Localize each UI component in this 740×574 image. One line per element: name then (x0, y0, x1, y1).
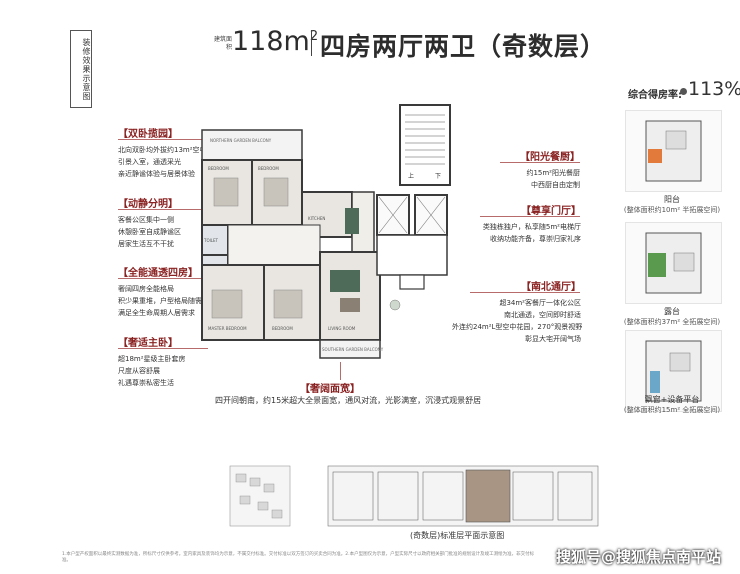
stair-core (399, 104, 451, 186)
callout-yangguang: 【阳光餐厨】 约15m²阳光餐厨 中西厨自由定制 (520, 148, 580, 191)
southern-garden-balcony (319, 339, 381, 359)
callout-shezhi: 【奢适主卧】 超18m²星级主卧套房 尺度从容舒展 礼遇尊崇私密生活 (118, 334, 186, 389)
callout-title: 【阳光餐厨】 (520, 152, 580, 163)
callout-line: 收纳功能齐备，尊崇归家礼序 (490, 235, 581, 243)
callout-line: 休憩卧室自成静谧区 (118, 228, 181, 236)
garden-top-label: NORTHERN GARDEN BALCONY (210, 138, 272, 143)
elevator-lobby (376, 234, 448, 276)
callout-underline (118, 139, 208, 140)
disclaimer: 1.本户型产权面积以最终实测数据为准，所标尺寸仅供参考。室内家具及装饰均为示意，… (62, 552, 535, 563)
callout-line: 客餐公区集中一侧 (118, 216, 174, 224)
kitchen-label: KITCHEN (308, 216, 325, 221)
variant-title: 露台 (664, 307, 680, 316)
callout-line: 北向双卧均外拔约13m²空中花园 (118, 146, 221, 154)
corridor (227, 224, 321, 266)
shaft (399, 274, 425, 290)
callout-title: 【奢适主卧】 (118, 338, 178, 349)
callout-line: 礼遇尊崇私密生活 (118, 379, 174, 387)
bed-icon (273, 289, 303, 319)
ratio-label: 综合得房率: (628, 90, 682, 101)
watermark: 搜狐号@搜狐焦点南平站 (556, 548, 722, 566)
callout-title: 【尊享门厅】 (521, 206, 581, 217)
callout-line: 超18m²星级主卧套房 (118, 355, 186, 363)
sofa-icon (330, 270, 360, 292)
variant-plan-balcony (645, 120, 702, 182)
site-plan (229, 465, 599, 527)
bedroom-label: BEDROOM (208, 166, 229, 171)
ratio-bullet-icon (680, 88, 687, 95)
coffee-table-icon (340, 298, 360, 312)
stair-down-label: 下 (435, 173, 441, 180)
toilet-label: TOILET (203, 238, 219, 243)
callout-line: 类独栋独户，私享随5m²电梯厅 (482, 223, 581, 231)
callout-line: 南北通透，空间即时舒适 (504, 311, 581, 319)
callout-line: 居家生活互不干扰 (118, 240, 174, 248)
garden-bottom-label: SOUTHERN GARDEN BALCONY (322, 347, 384, 352)
callout-line: 中西厨自由定制 (531, 181, 580, 189)
callout-line: 奢阔四房全能格局 (118, 285, 174, 293)
callout-title: 【动静分明】 (118, 199, 178, 210)
callout-connector (340, 362, 341, 380)
variant-sub: (整体面积约15m² 全拓展空间) (623, 406, 721, 414)
callout-line: 满足全生命周期人居需求 (118, 309, 195, 317)
variant-thumb-terrace (625, 222, 722, 304)
variant-sub: (整体面积约37m² 全拓展空间) (623, 318, 721, 326)
variant-sub: (整体面积约10m² 半拓展空间) (623, 206, 721, 214)
site-plan-caption: (奇数层)标准层平面示意图 (410, 531, 505, 540)
floor-plan: NORTHERN GARDEN BALCONY BEDROOM BEDROOM … (201, 104, 451, 359)
dining-table-icon (345, 208, 359, 234)
callout-underline (118, 348, 208, 349)
master-label: MASTER BEDROOM (208, 326, 247, 331)
area-label: 建筑面积 (213, 36, 232, 51)
northern-garden-balcony (201, 129, 303, 161)
callout-shuangwo: 【双卧揽园】 北向双卧均外拔约13m²空中花园 引景入室，通透采光 亲近静谧体验… (118, 125, 221, 180)
callout-line: 亲近静谧体验与居景体验 (118, 170, 195, 178)
callout-line: 引景入室，通透采光 (118, 158, 181, 166)
ratio-value: 113% (688, 78, 740, 100)
variant-thumb-baywindow (625, 330, 722, 412)
page-title: 四房两厅两卫（奇数层） (320, 32, 607, 61)
living-room (319, 251, 381, 341)
area-unit-sup: 2 (309, 29, 319, 44)
callout-line: 积少果重堆，户型格局随需定制 (118, 297, 216, 305)
callout-dongjing: 【动静分明】 客餐公区集中一侧 休憩卧室自成静谧区 居家生活互不干扰 (118, 195, 181, 250)
callout-zunxiang: 【尊享门厅】 类独栋独户，私享随5m²电梯厅 收纳功能齐备，尊崇归家礼序 (470, 202, 581, 245)
bedroom-label: BEDROOM (272, 326, 293, 331)
callout-title: 【南北通厅】 (521, 282, 581, 293)
area-number: 118m (232, 26, 310, 57)
callout-title: 【全能通透四房】 (118, 268, 198, 279)
callout-title: 【双卧揽园】 (118, 129, 178, 140)
title-divider (311, 30, 312, 56)
callout-shekuo-title: 【奢阔面宽】 (300, 384, 360, 395)
callout-underline (480, 216, 580, 217)
highlighted-unit (465, 469, 511, 523)
callout-line: 彰显大宅开阔气场 (525, 335, 581, 343)
bed-icon (211, 289, 243, 319)
stair-up-label: 上 (408, 172, 414, 180)
callout-line: 约15m²阳光餐厨 (526, 169, 580, 177)
callout-underline (500, 162, 580, 163)
variant-title: 阳台 (664, 195, 680, 204)
render-notice-tag: 装修效果示意图 (70, 30, 92, 108)
bed-icon (263, 177, 289, 207)
variant-plan-terrace (645, 232, 702, 294)
area-value: 118m2 (232, 26, 318, 57)
living-label: LIVING ROOM (328, 326, 356, 331)
variant-title: 飘窗+设备平台 (644, 395, 700, 404)
callout-line: 超34m²客餐厅一体化公区 (499, 299, 581, 307)
callout-nanbei: 【南北通厅】 超34m²客餐厅一体化公区 南北通透，空间即时舒适 外连约24m²… (452, 278, 583, 345)
callout-underline (470, 292, 580, 293)
callout-underline (118, 278, 208, 279)
callout-line: 外连约24m²L型空中花园，270°观景视野 (452, 323, 583, 331)
callout-shekuo-text: 四开间朝南，约15米超大全景面宽，通风对流，光影满室，沉浸式观景舒居 (215, 396, 482, 405)
plant-icon (389, 299, 401, 311)
variant-plan-baywindow (645, 340, 702, 402)
callout-line: 尺度从容舒展 (118, 367, 160, 375)
variant-thumb-balcony (625, 110, 722, 192)
callout-underline (118, 209, 208, 210)
bedroom-label: BEDROOM (258, 166, 279, 171)
callout-quanneng: 【全能通透四房】 奢阔四房全能格局 积少果重堆，户型格局随需定制 满足全生命周期… (118, 264, 216, 319)
bed-icon (213, 177, 239, 207)
